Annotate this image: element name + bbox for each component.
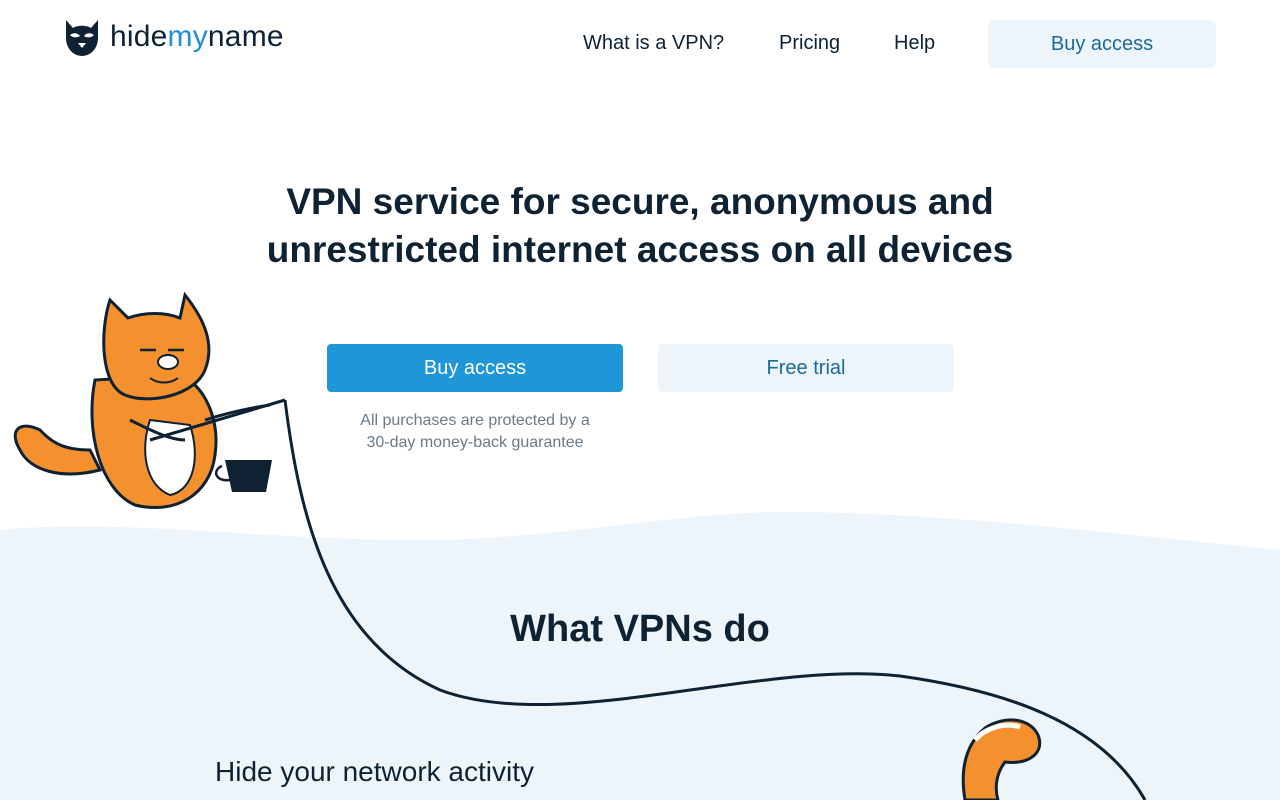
guarantee-line-1: All purchases are protected by a <box>360 412 590 429</box>
masked-cat-logo-icon <box>66 20 98 56</box>
section-title: What VPNs do <box>510 608 770 650</box>
logo-text-hide: hide <box>110 20 168 53</box>
site-header: hidemyname What is a VPN? Pricing Help B… <box>0 0 1280 90</box>
money-back-guarantee-note: All purchases are protected by a 30-day … <box>327 410 623 454</box>
nav-pricing[interactable]: Pricing <box>779 32 841 54</box>
nav-what-is-vpn[interactable]: What is a VPN? <box>583 32 725 54</box>
hero-buy-access-button[interactable]: Buy access <box>327 344 623 392</box>
nav-help[interactable]: Help <box>894 32 936 54</box>
logo-text-name: name <box>207 20 284 53</box>
logo-wordmark: hidemyname <box>110 20 284 54</box>
header-buy-access-button[interactable]: Buy access <box>988 20 1216 68</box>
guarantee-line-2: 30-day money-back guarantee <box>366 434 584 451</box>
bucket-icon <box>214 460 272 492</box>
logo[interactable]: hidemyname <box>64 14 284 60</box>
fishing-cat-illustration <box>13 291 286 510</box>
hero-free-trial-button[interactable]: Free trial <box>658 344 954 392</box>
subsection-title: Hide your network activity <box>215 756 535 787</box>
logo-text-my: my <box>167 20 208 53</box>
hero-title: VPN service for secure, anonymous and un… <box>266 181 1014 270</box>
